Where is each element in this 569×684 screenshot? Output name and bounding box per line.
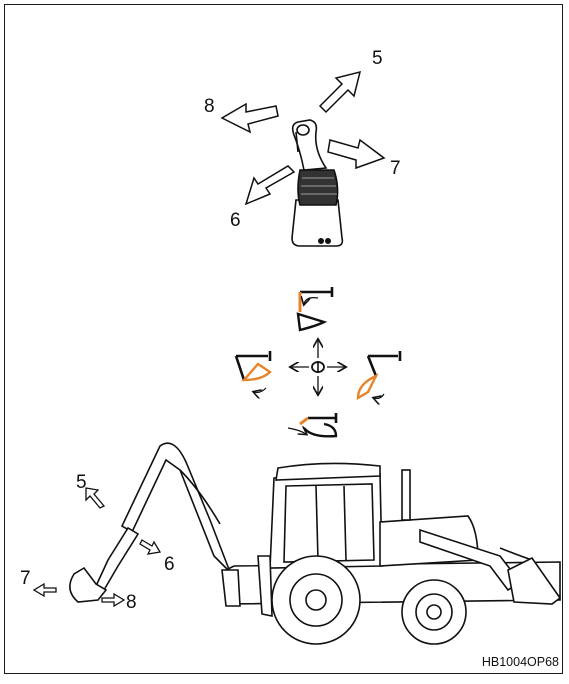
boom-down-icon <box>287 413 338 438</box>
direction-chart <box>234 287 402 438</box>
label-5-joystick: 5 <box>372 48 383 69</box>
backhoe-loader-illustration <box>69 442 562 645</box>
label-7-joystick: 7 <box>390 158 401 179</box>
label-5-machine: 5 <box>76 472 87 493</box>
label-8-joystick: 8 <box>204 96 215 117</box>
arrow-6-machine-icon <box>139 539 162 555</box>
label-6-machine: 6 <box>164 554 175 575</box>
figure-code: HB1004OP68 <box>481 655 559 669</box>
bucket-left-icon <box>234 351 272 393</box>
joystick-icon <box>291 119 344 247</box>
arrow-up-right-icon <box>318 70 362 114</box>
boom-up-icon <box>296 287 334 332</box>
arrow-8-machine-icon <box>101 592 126 608</box>
arrow-down-right-icon <box>327 138 386 170</box>
arrow-7-machine-icon <box>32 582 57 598</box>
bucket-right-icon <box>356 351 402 399</box>
arrow-5-machine-icon <box>85 487 106 509</box>
arrow-up-left-icon <box>220 102 279 134</box>
arrow-down-left-icon <box>244 165 296 206</box>
label-8-machine: 8 <box>126 592 137 613</box>
label-6-joystick: 6 <box>230 210 241 231</box>
label-7-machine: 7 <box>20 568 31 589</box>
